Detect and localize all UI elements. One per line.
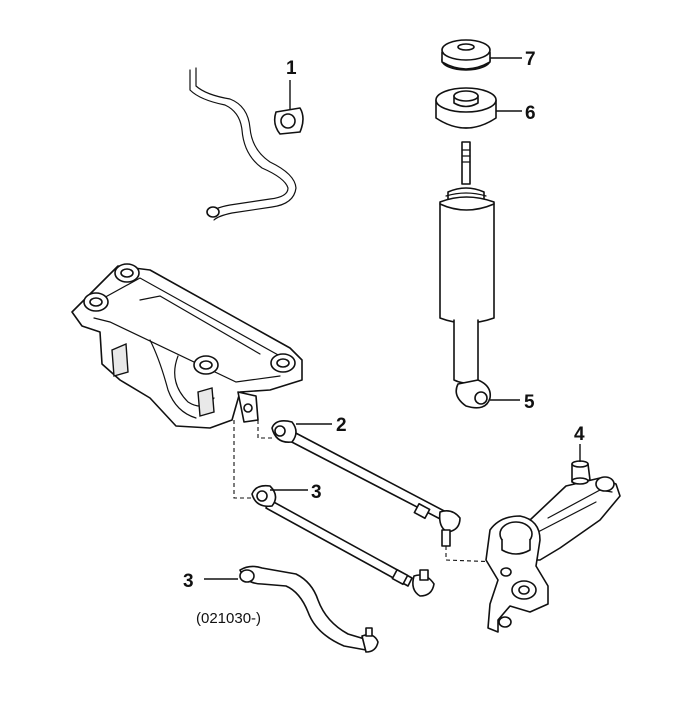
- lower-link-arm-part: [251, 484, 435, 597]
- lower-arm-bushing-part: [571, 460, 591, 485]
- callout-3-lower: 3: [183, 571, 194, 592]
- callout-2: 2: [336, 415, 347, 436]
- shock-absorber-part: [439, 141, 495, 409]
- shock-insulator-part: [435, 87, 497, 129]
- stabilizer-bushing-part: [273, 107, 304, 135]
- upper-mount-rubber-part: [441, 39, 491, 71]
- callout-7: 7: [525, 49, 536, 70]
- lower-link-arm-curved-part: [239, 565, 379, 653]
- callout-1: 1: [286, 58, 297, 79]
- callout-leaders: [204, 57, 581, 580]
- rear-knuckle-part: [485, 515, 549, 633]
- assembly-line-upper: [257, 420, 272, 439]
- stabilizer-bar: [189, 67, 297, 221]
- serial-range-note: (021030-): [196, 610, 261, 627]
- callout-4: 4: [574, 424, 585, 445]
- upper-link-arm-part: [271, 420, 461, 547]
- rear-subframe-part: [71, 263, 303, 429]
- callout-6: 6: [525, 103, 536, 124]
- assembly-line-knuckle: [445, 546, 501, 563]
- assembly-line-lower: [233, 420, 254, 499]
- callout-5: 5: [524, 392, 535, 413]
- callout-3-upper: 3: [311, 482, 322, 503]
